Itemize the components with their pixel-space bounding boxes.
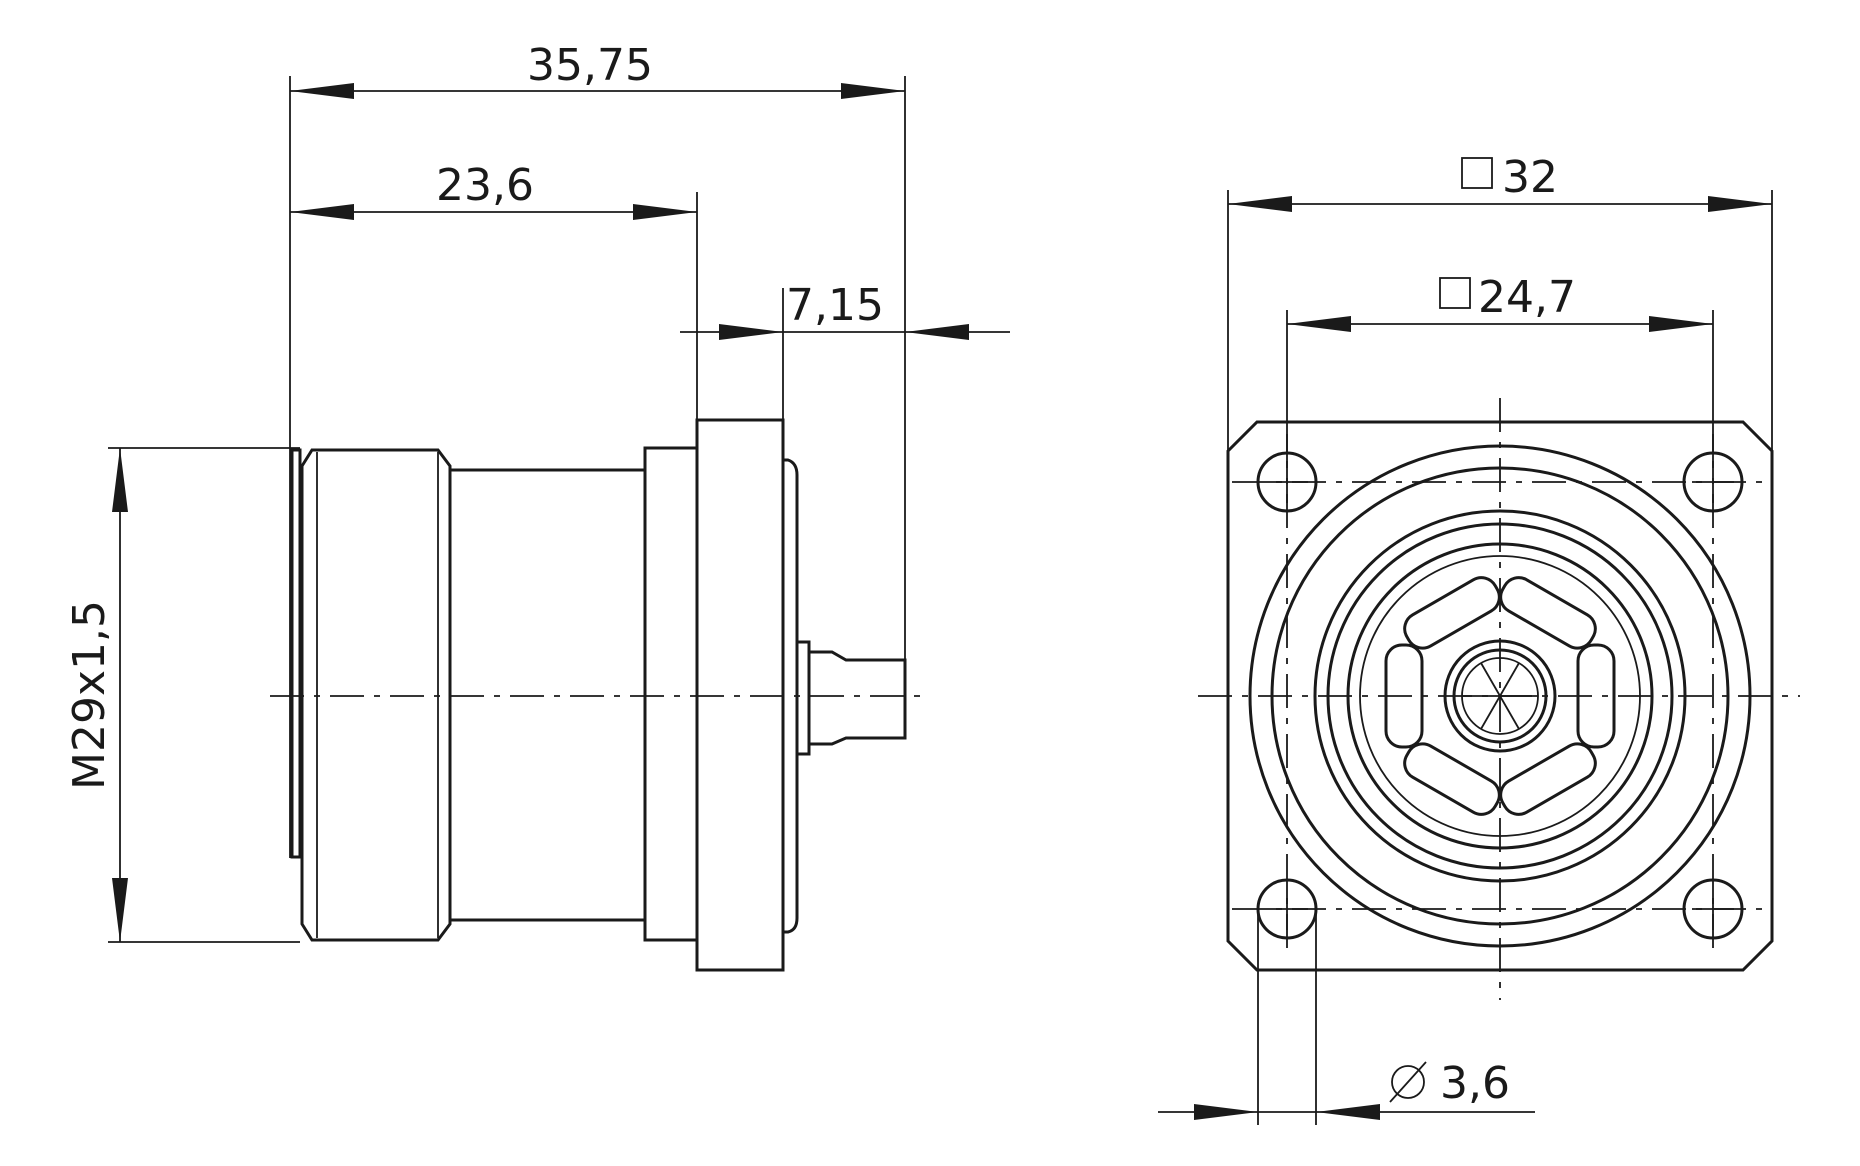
dimension-hole-diameter: 3,6 bbox=[1158, 909, 1535, 1125]
dimension-body-length: 23,6 bbox=[290, 160, 697, 220]
mounting-hole-bottom-left bbox=[1256, 878, 1318, 940]
dim-label-flange-square: 32 bbox=[1502, 152, 1558, 203]
contact-segments bbox=[1384, 576, 1616, 816]
front-view: 32 24,7 3,6 bbox=[1158, 152, 1800, 1125]
square-symbol-icon bbox=[1439, 277, 1471, 309]
front-plate bbox=[290, 448, 302, 859]
mounting-hole-bottom-right bbox=[1682, 878, 1744, 940]
dimension-hole-pitch-square: 24,7 bbox=[1287, 272, 1713, 332]
dimension-thread: M29x1,5 bbox=[64, 448, 128, 942]
front-ring-outer bbox=[1248, 444, 1752, 948]
dimension-overall-length: 35,75 bbox=[290, 40, 905, 99]
dim-label-hole-pitch-square: 24,7 bbox=[1478, 272, 1576, 323]
pin-base bbox=[795, 640, 811, 756]
pin bbox=[809, 650, 907, 746]
front-flange-outline bbox=[1226, 420, 1774, 972]
dim-label-body-length: 23,6 bbox=[436, 160, 534, 211]
mounting-hole-top-left bbox=[1256, 451, 1318, 513]
central-hub bbox=[1443, 639, 1557, 753]
threaded-collar bbox=[300, 448, 452, 942]
dim-label-pin-length: 7,15 bbox=[786, 280, 884, 331]
dim-label-thread: M29x1,5 bbox=[64, 600, 115, 790]
front-ring-insert-inner bbox=[1359, 555, 1641, 837]
dim-label-hole-diameter: 3,6 bbox=[1440, 1058, 1510, 1109]
cylindrical-body bbox=[448, 468, 647, 922]
front-ring-insert bbox=[1346, 542, 1654, 850]
front-ring-3 bbox=[1313, 509, 1687, 883]
collar-ring bbox=[643, 446, 699, 942]
front-ring-2 bbox=[1270, 466, 1730, 926]
front-ring-4 bbox=[1326, 522, 1674, 870]
mounting-hole-top-right bbox=[1682, 451, 1744, 513]
dim-label-overall-length: 35,75 bbox=[527, 40, 653, 91]
diameter-symbol-icon bbox=[1389, 1061, 1427, 1103]
side-view: 35,75 23,6 7,15 M29x1,5 bbox=[64, 40, 1010, 972]
dimension-pin-length: 7,15 bbox=[680, 280, 1010, 340]
square-symbol-icon bbox=[1461, 157, 1493, 189]
dimension-flange-square: 32 bbox=[1228, 152, 1772, 212]
flange bbox=[695, 418, 785, 972]
